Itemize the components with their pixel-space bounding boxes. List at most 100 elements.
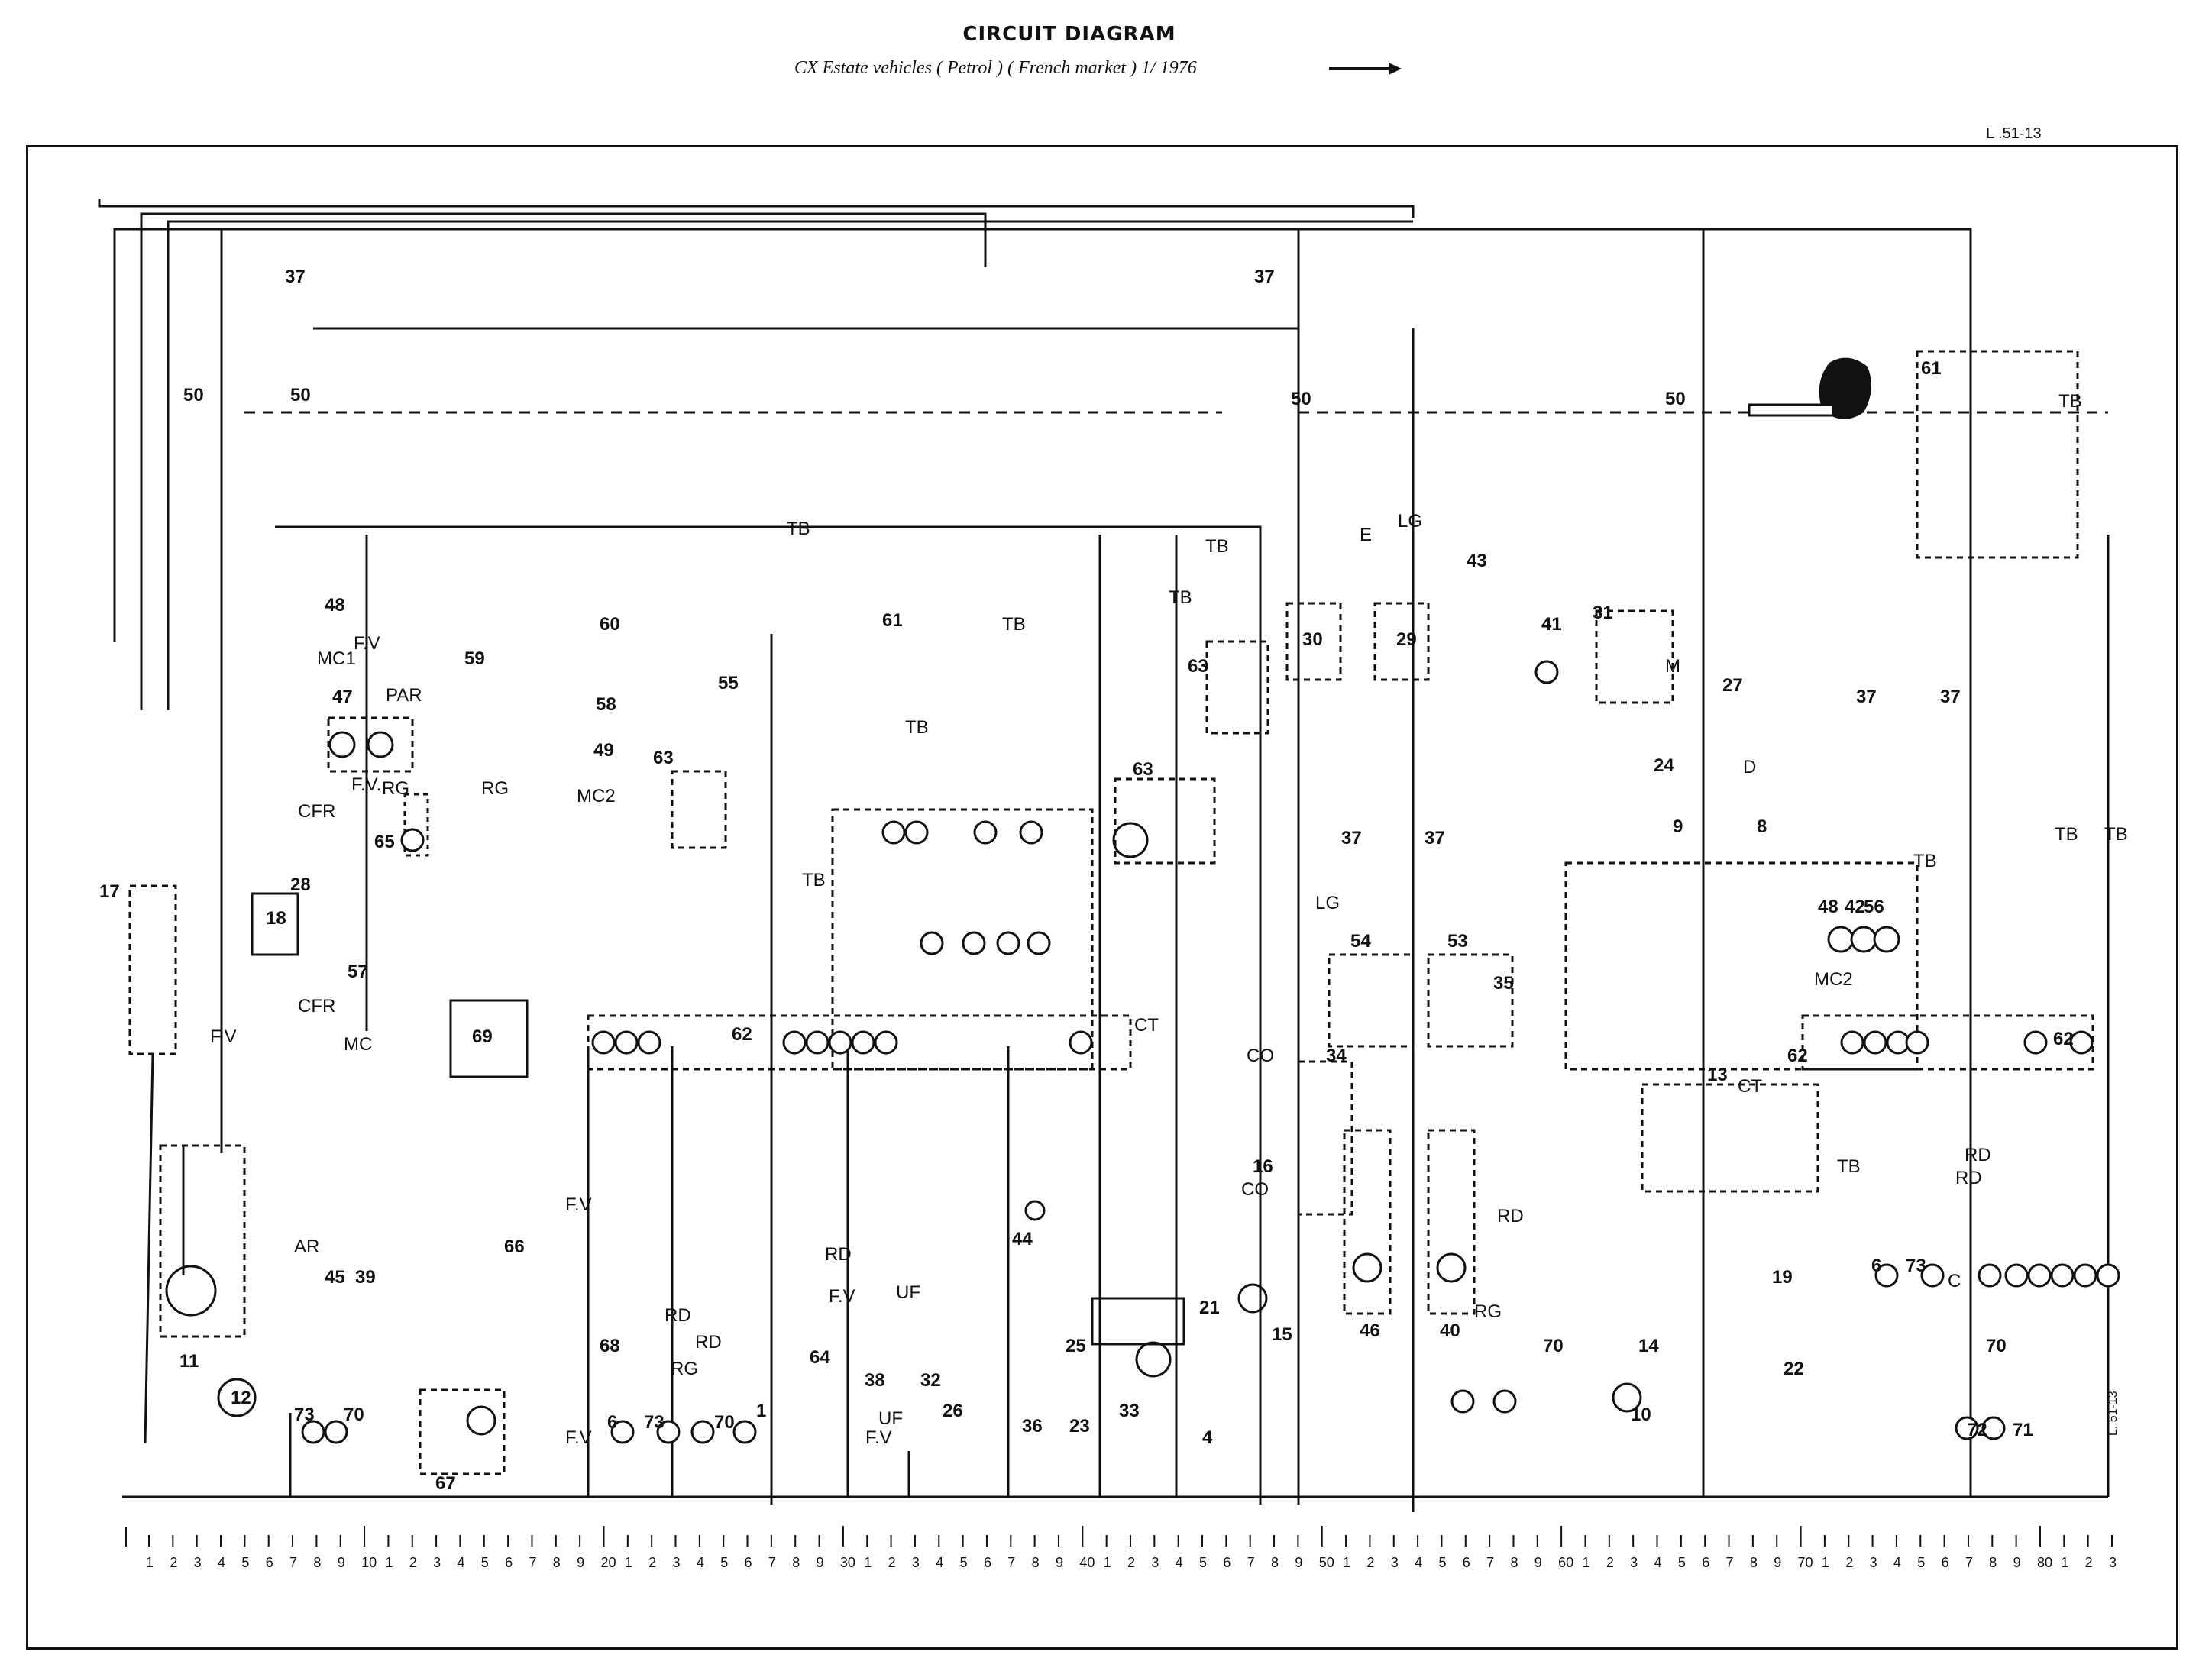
component-label: 67 <box>435 1473 456 1494</box>
component-label: 63 <box>653 748 674 768</box>
scale-label: 5 <box>481 1555 489 1570</box>
scale-label: 6 <box>266 1555 273 1570</box>
scale-label: 1 <box>1343 1555 1350 1570</box>
component-label: 48 <box>325 595 345 616</box>
component-label: 50 <box>290 385 311 406</box>
wire-label: TB <box>1169 587 1192 608</box>
component-label: 50 <box>1665 389 1686 409</box>
scale-label: 7 <box>529 1555 536 1570</box>
scale-label: 3 <box>1630 1555 1638 1570</box>
scale-label: 1 <box>864 1555 872 1570</box>
wire-label: RD <box>825 1244 852 1265</box>
wire-label: CO <box>1241 1179 1269 1200</box>
component-label: 56 <box>1864 897 1884 917</box>
component-label: 13 <box>1707 1065 1728 1085</box>
wire-label: C <box>1948 1271 1961 1291</box>
wire-label: TB <box>1002 614 1026 635</box>
scale-label: 70 <box>1798 1555 1813 1570</box>
scale-label: 4 <box>1415 1555 1422 1570</box>
scale-label: 9 <box>1295 1555 1302 1570</box>
wire-label: TB <box>1205 536 1229 557</box>
scale-label: 3 <box>2109 1555 2117 1570</box>
component-label: 42 <box>1845 897 1865 917</box>
component-label: 63 <box>1133 759 1153 780</box>
component-label: 9 <box>1673 816 1683 837</box>
component-label: 27 <box>1722 675 1743 696</box>
component-label: 57 <box>348 962 368 982</box>
wire-label: RG <box>481 778 509 799</box>
wire-label: RG <box>671 1359 698 1379</box>
wire-label: TB <box>787 519 810 539</box>
component-label: 30 <box>1302 629 1323 650</box>
component-label: 46 <box>1360 1320 1380 1341</box>
component-label: 35 <box>1493 973 1514 994</box>
wire-label: MC1 <box>317 648 356 669</box>
component-label: 70 <box>1986 1336 2007 1356</box>
component-label: 37 <box>285 267 306 287</box>
scale-label: 4 <box>1893 1555 1901 1570</box>
component-label: 16 <box>1253 1156 1273 1177</box>
component-label: 14 <box>1638 1336 1659 1356</box>
component-label: 24 <box>1654 755 1674 776</box>
scale-label: 1 <box>1582 1555 1589 1570</box>
scale-label: 6 <box>1463 1555 1470 1570</box>
scale-label: 9 <box>1056 1555 1063 1570</box>
scale-label: 7 <box>768 1555 776 1570</box>
component-label: 45 <box>325 1267 345 1288</box>
component-label: 33 <box>1119 1401 1140 1421</box>
component-label: 12 <box>231 1388 251 1408</box>
component-label: 43 <box>1467 551 1487 571</box>
wire-label: TB <box>802 870 826 890</box>
lamps <box>301 660 2120 1444</box>
component-label: 73 <box>294 1404 315 1425</box>
scale-label: 20 <box>600 1555 616 1570</box>
component-label: 71 <box>2013 1420 2033 1440</box>
scale-label: 6 <box>1702 1555 1709 1570</box>
scale-label: 2 <box>1606 1555 1614 1570</box>
scale-label: 7 <box>1726 1555 1734 1570</box>
scale-label: 60 <box>1558 1555 1573 1570</box>
component-label: 32 <box>920 1370 941 1391</box>
scale-label: 4 <box>218 1555 225 1570</box>
wire-label: F.V <box>354 633 380 654</box>
wire-label: LG <box>1398 511 1422 532</box>
scale-label: 3 <box>1151 1555 1159 1570</box>
component-label: 50 <box>1291 389 1311 409</box>
wire-label: TB <box>2055 824 2078 845</box>
component-label: 40 <box>1440 1320 1460 1341</box>
scale-label: 5 <box>1678 1555 1686 1570</box>
component-label: 54 <box>1350 931 1371 952</box>
scale-label: 40 <box>1079 1555 1095 1570</box>
scale-label: 6 <box>984 1555 991 1570</box>
diagram-frame <box>26 145 2178 1650</box>
scale-label: 50 <box>1319 1555 1334 1570</box>
component-label: 36 <box>1022 1416 1043 1437</box>
scale-label: 7 <box>289 1555 297 1570</box>
component-label: 73 <box>1906 1256 1926 1276</box>
scale-label: 5 <box>960 1555 968 1570</box>
component-label: 60 <box>600 614 620 635</box>
scale-label: 8 <box>1032 1555 1040 1570</box>
component-label: 47 <box>332 687 353 707</box>
wire-label: E <box>1360 525 1372 545</box>
scale-label: 8 <box>1510 1555 1518 1570</box>
component-label: 53 <box>1447 931 1468 952</box>
wire-label: PAR <box>386 685 422 706</box>
scale-label: 10 <box>361 1555 377 1570</box>
scale-label: 9 <box>2013 1555 2021 1570</box>
wire-label: CFR <box>298 801 335 822</box>
wire-label: CO <box>1247 1046 1274 1066</box>
wire-label: RG <box>382 778 409 799</box>
component-label: 37 <box>1341 828 1362 848</box>
scale-label: 3 <box>912 1555 920 1570</box>
scale-label: 4 <box>1654 1555 1662 1570</box>
component-label: 73 <box>644 1412 665 1433</box>
scale-label: 9 <box>338 1555 345 1570</box>
wire-label: AR <box>294 1236 319 1257</box>
component-label: 26 <box>943 1401 963 1421</box>
wire-label: D <box>1743 757 1756 777</box>
wire-label: F.V <box>565 1427 592 1448</box>
scale-label: 3 <box>673 1555 681 1570</box>
arrow-right-icon <box>1329 63 1402 75</box>
scale-label: 9 <box>1534 1555 1542 1570</box>
